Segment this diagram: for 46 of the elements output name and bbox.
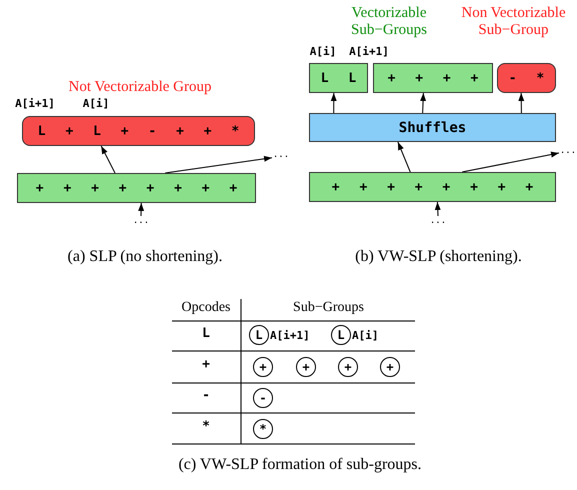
circled-symbol: *: [253, 419, 273, 439]
arrow: [420, 92, 426, 114]
table-header: Opcodes: [180, 300, 232, 316]
ellipsis-text: ...: [559, 146, 577, 160]
circled-symbol: +: [253, 357, 273, 377]
figure-caption: (b) VW-SLP (shortening).: [354, 248, 523, 266]
ellipsis-text: ...: [429, 216, 447, 230]
circled-symbol: +: [380, 357, 400, 377]
circled-symbol: L: [249, 325, 269, 345]
arrow: [164, 156, 272, 174]
arrow: [138, 202, 144, 216]
array-index-label: A[i]: [352, 328, 378, 342]
table-cell-text: +: [201, 358, 211, 372]
arrow: [330, 92, 337, 114]
circled-symbol: -: [253, 388, 273, 408]
ellipsis-text: ...: [272, 150, 290, 164]
figure-caption: (c) VW-SLP formation of sub-groups.: [177, 456, 423, 474]
array-index-label: A[i]: [308, 46, 338, 58]
circled-symbol: +: [338, 357, 358, 377]
group-heading: Not Vectorizable Group: [67, 79, 212, 96]
array-index-label: A[i]: [82, 98, 110, 110]
arrow: [462, 152, 560, 172]
circled-symbol: L: [331, 325, 351, 345]
group-box: L + L + - + + *: [22, 116, 255, 146]
array-index-label: A[i+1]: [348, 46, 390, 58]
ellipsis-text: ...: [132, 216, 150, 230]
group-box: + + + + + + + +: [309, 172, 556, 202]
group-box: - *: [497, 63, 556, 93]
table-cell-text: *: [201, 420, 211, 434]
group-heading: Vectorizable Sub−Groups: [350, 5, 428, 38]
figure-caption: (a) SLP (no shortening).: [66, 248, 224, 266]
group-box: L L: [309, 63, 368, 93]
group-box: + + + + + + + +: [17, 173, 256, 203]
shuffle-box: Shuffles: [309, 113, 556, 142]
array-index-label: A[i+1]: [270, 328, 310, 342]
group-box: + + + +: [373, 63, 493, 93]
table-cell-text: -: [201, 389, 211, 404]
arrow: [434, 202, 441, 216]
arrow: [100, 146, 116, 174]
table-cell-text: L: [201, 327, 211, 342]
arrow: [518, 92, 524, 114]
circled-symbol: +: [296, 357, 316, 377]
array-index-label: A[i+1]: [14, 98, 56, 110]
group-heading: Non Vectorizable Sub−Group: [460, 5, 567, 38]
arrow: [397, 142, 411, 172]
table-header: Sub−Groups: [292, 300, 365, 316]
